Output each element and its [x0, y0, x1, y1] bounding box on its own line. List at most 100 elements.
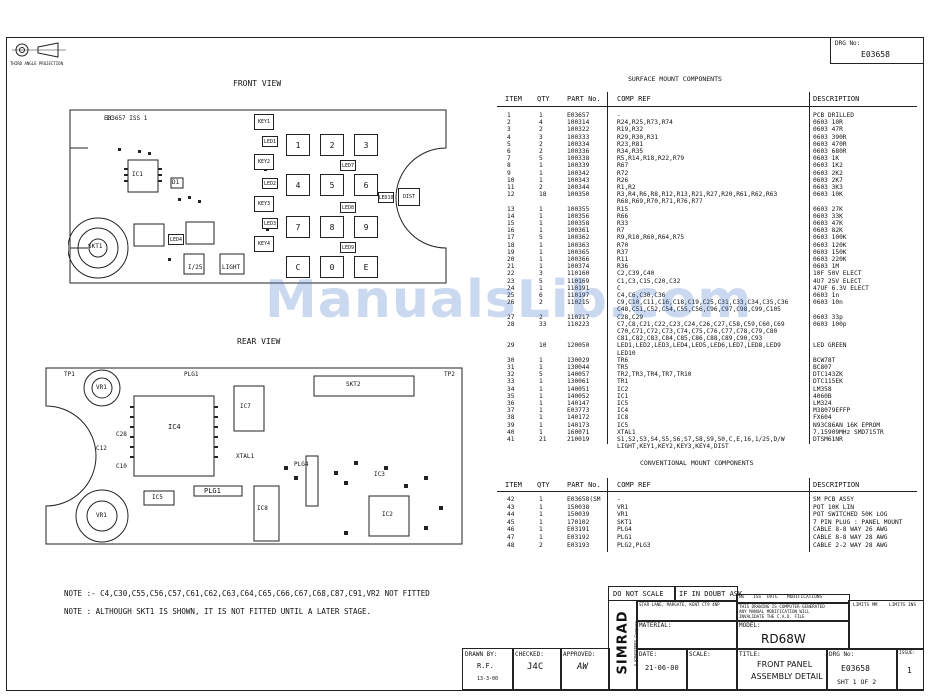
table-cell: 37 [507, 407, 515, 415]
table-cell: 45 [507, 518, 515, 526]
table-cell: 19 [507, 248, 515, 256]
table-cell: IC2 [617, 385, 629, 393]
table-cell: DTC143ZK [813, 371, 843, 379]
cad-notice-1: THIS DRAWING IS COMPUTER GENERATED [739, 604, 825, 609]
table-cell: 100361 [567, 227, 590, 235]
table-cell: 6 [539, 292, 543, 299]
projection-symbol: THIRD ANGLE PROJECTION [10, 40, 70, 70]
table-cell: E03191 [567, 526, 590, 534]
table-cell: C70,C71,C72,C73,C74,C75,C76,C77,C78,C79,… [617, 328, 778, 335]
skt2-label: SKT2 [346, 381, 361, 388]
keypad-key-0: 0 [320, 256, 344, 278]
table-cell: LM358 [813, 385, 832, 393]
keypad-key-4: 4 [286, 174, 310, 196]
table-cell: 0603 3K3 [813, 184, 843, 191]
do-not-scale-cell: DO NOT SCALE [608, 586, 676, 602]
table-cell: 110217 [567, 313, 590, 321]
ic3-label: IC3 [374, 471, 385, 478]
table-cell: 21 [507, 263, 515, 271]
conv-header-qty: QTY [537, 481, 550, 489]
table-cell: 140052 [567, 392, 590, 400]
keypad-key-e: E [354, 256, 378, 278]
c28-label: C28 [116, 431, 127, 438]
table-row: C70,C71,C72,C73,C74,C75,C76,C77,C78,C79,… [497, 328, 917, 335]
scale-cell: SCALE: [686, 648, 738, 690]
note-2: NOTE : ALTHOUGH SKT1 IS SHOWN, IT IS NOT… [64, 607, 372, 616]
key2-switch: KEY2 [254, 154, 274, 170]
table-cell: R26 [617, 176, 629, 184]
tp1-label: TP1 [64, 371, 75, 378]
table-cell: 36 [507, 400, 515, 407]
table-cell: LED GREEN [813, 342, 847, 350]
led9-label: LED9 [341, 244, 355, 251]
table-cell: E03658(SM [567, 496, 601, 503]
dist-label: DIST [402, 194, 416, 200]
table-cell: R5,R14,R18,R22,R79 [617, 155, 685, 163]
table-cell: 100334 [567, 140, 590, 148]
table-cell: 0603 82K [813, 227, 843, 235]
if-in-doubt-text: IF IN DOUBT ASK [679, 590, 743, 598]
led4-label: LED4 [169, 236, 183, 243]
table-cell: SM PCB ASSY [813, 496, 854, 503]
table-cell: LED10 [617, 349, 636, 357]
table-cell: 140172 [567, 414, 590, 422]
table-cell: SKT1 [617, 518, 632, 526]
table-cell: 33 [539, 320, 547, 328]
smd-table-title: SURFACE MOUNT COMPONENTS [628, 75, 722, 83]
table-cell: 2 [539, 184, 543, 191]
table-cell: C1,C3,C15,C20,C32 [617, 277, 681, 285]
key4-label: KEY4 [257, 241, 271, 247]
checked-label: CHECKED: [515, 651, 544, 658]
table-cell: IC4 [617, 407, 629, 415]
keypad-key-label: 5 [329, 180, 335, 190]
table-cell: PLG2,PLG3 [617, 541, 651, 549]
table-cell: - [617, 496, 621, 503]
conv-table: ITEM QTY PART No. COMP REF DESCRIPTION 4… [497, 478, 917, 552]
model-cell: MODEL: RD68W [736, 620, 850, 650]
table-cell: C81,C82,C83,C84,C85,C86,C88,C89,C90,C93 [617, 335, 763, 343]
table-cell: 210019 [567, 436, 590, 443]
key3-label: KEY3 [257, 201, 271, 207]
drawing-number: E03658 [861, 50, 890, 59]
smd-header-qty: QTY [537, 95, 550, 103]
table-cell: 21 [539, 436, 547, 443]
cad-notice-cell: THIS DRAWING IS COMPUTER GENERATED ANY M… [736, 602, 850, 622]
table-cell: 100344 [567, 184, 590, 191]
table-cell: 2 [539, 299, 543, 307]
table-cell: 13 [507, 205, 515, 213]
table-cell: FX604 [813, 414, 832, 422]
c12-label: C12 [96, 445, 107, 452]
table-cell: 1 [539, 428, 543, 436]
table-cell: 0603 680R [813, 148, 847, 155]
key1-label: KEY1 [257, 119, 271, 125]
keypad-key-5: 5 [320, 174, 344, 196]
table-cell: R72 [617, 169, 629, 177]
table-cell: LM324 [813, 400, 832, 407]
table-cell: 130061 [567, 378, 590, 386]
table-cell: R3,R4,R6,R8,R12,R13,R21,R27,R20,R61,R62,… [617, 191, 778, 199]
table-cell: R67 [617, 162, 629, 170]
simrad-logo-cell: SIMRAD A KONGSBERG Company [608, 600, 638, 690]
keypad-key-label: 6 [363, 180, 369, 190]
c10-label: C10 [116, 463, 127, 470]
led3: LED3 [262, 218, 278, 229]
key2-label: KEY2 [257, 159, 271, 165]
conv-header-desc: DESCRIPTION [813, 481, 860, 489]
table-cell: 35 [507, 392, 515, 400]
table-cell: LED1,LED2,LED3,LED4,LED5,LED6,LED7,LED8,… [617, 342, 781, 350]
table-cell: 100363 [567, 241, 590, 249]
table-cell: R37 [617, 248, 629, 256]
table-cell: 1 [539, 511, 543, 519]
watermark: ManualsLib.com [265, 270, 753, 330]
table-cell: 16 [507, 227, 515, 235]
